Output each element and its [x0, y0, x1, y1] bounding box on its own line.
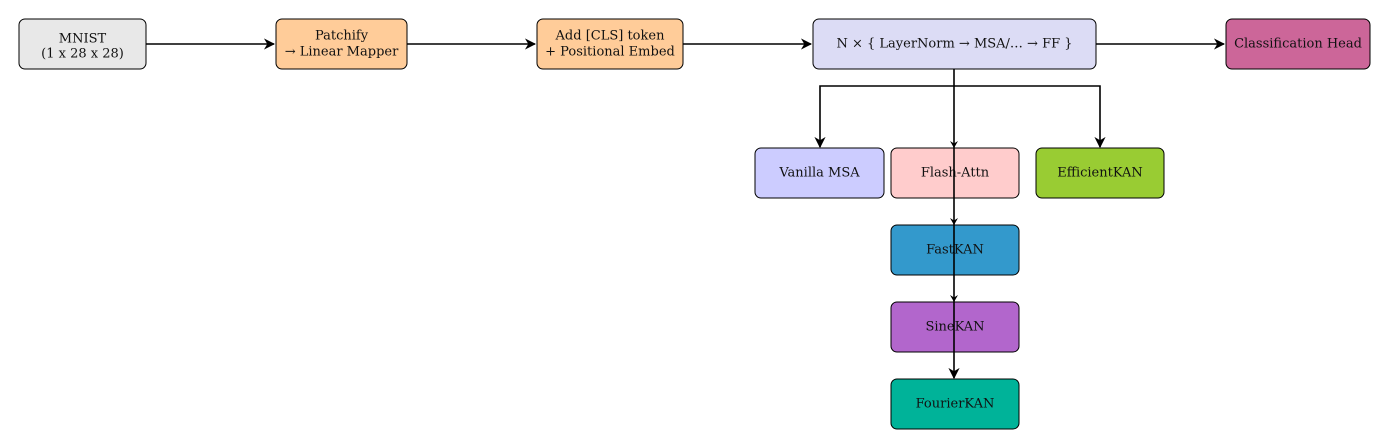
node-mnist: MNIST (1 x 28 x 28): [18, 18, 147, 70]
node-vanilla-msa: Vanilla MSA: [754, 147, 885, 199]
node-efficient-kan-label: EfficientKAN: [1057, 166, 1143, 181]
node-fourier-kan-label: FourierKAN: [916, 397, 995, 412]
node-sine-kan-label: SineKAN: [925, 320, 984, 335]
node-fourier-kan: FourierKAN: [890, 378, 1020, 430]
node-head: Classification Head: [1225, 18, 1371, 70]
node-sine-kan: SineKAN: [890, 301, 1020, 353]
node-fast-kan: FastKAN: [890, 224, 1020, 276]
arrowhead-fast-kan: [950, 218, 958, 225]
node-efficient-kan-box: [1035, 147, 1165, 199]
edge-encoder-to-vanilla-msa: [814, 85, 954, 149]
arrowhead-sine-kan: [950, 295, 958, 302]
node-flash-attn: Flash-Attn: [890, 147, 1020, 199]
node-fast-kan-label: FastKAN: [926, 243, 984, 258]
node-patchify-box: [275, 18, 408, 70]
node-vanilla-msa-box: [754, 147, 885, 199]
node-patchify: Patchify → Linear Mapper: [275, 18, 408, 70]
node-cls: Add [CLS] token + Positional Embed: [536, 18, 684, 70]
node-fast-kan-box: [890, 224, 1020, 276]
node-mnist-line2: (1 x 28 x 28): [41, 47, 124, 62]
node-patchify-line1: Patchify: [315, 29, 369, 44]
node-sine-kan-box: [890, 301, 1020, 353]
trunk-arrowheads: [950, 141, 958, 302]
edge-encoder-to-efficient-kan: [954, 85, 1106, 149]
node-encoder-label: N × { LayerNorm → MSA/… → FF }: [836, 37, 1072, 52]
edges: [146, 38, 1226, 149]
node-mnist-box: [18, 18, 147, 70]
node-efficient-kan: EfficientKAN: [1035, 147, 1165, 199]
node-cls-line2: + Positional Embed: [545, 45, 675, 60]
node-vanilla-msa-label: Vanilla MSA: [778, 166, 860, 181]
node-cls-line1: Add [CLS] token: [555, 29, 666, 44]
node-patchify-line2: → Linear Mapper: [285, 45, 399, 60]
node-head-box: [1225, 18, 1371, 70]
node-mnist-line1: MNIST: [59, 32, 107, 47]
node-cls-box: [536, 18, 684, 70]
node-encoder: N × { LayerNorm → MSA/… → FF }: [812, 18, 1097, 70]
node-flash-attn-box: [890, 147, 1020, 199]
node-head-label: Classification Head: [1234, 37, 1362, 52]
arrowhead-flash-attn: [950, 141, 958, 148]
node-flash-attn-label: Flash-Attn: [921, 166, 990, 181]
